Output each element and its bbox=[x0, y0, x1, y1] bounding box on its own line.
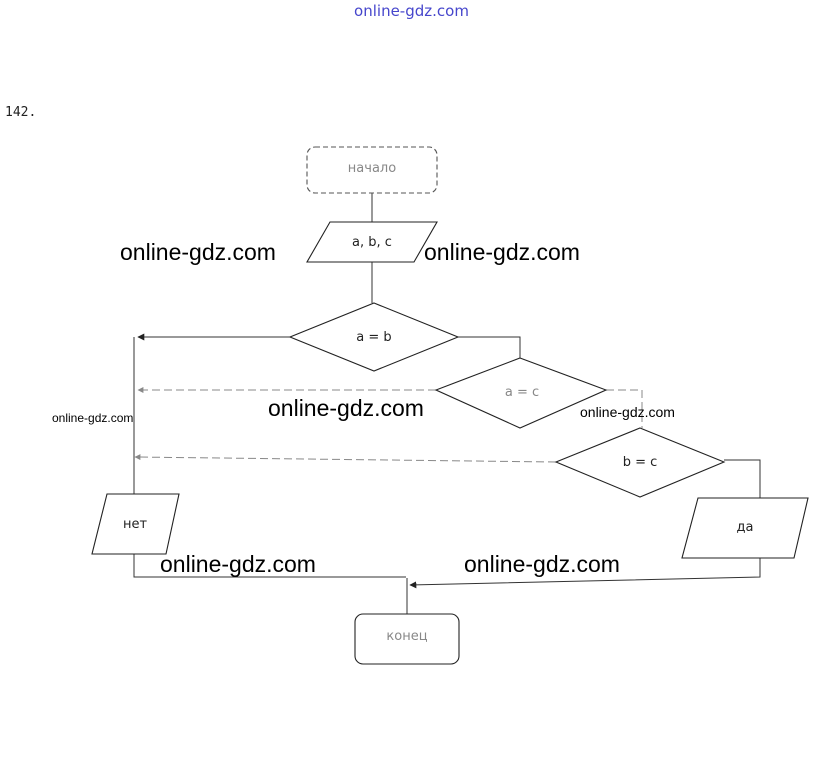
decision1-node[interactable] bbox=[288, 302, 460, 372]
decision3-node[interactable] bbox=[554, 427, 726, 498]
task-number: 142. bbox=[5, 105, 37, 120]
start-node[interactable] bbox=[306, 146, 438, 194]
edge-decision2-decision3 bbox=[606, 389, 643, 428]
edge-decision1-decision2 bbox=[458, 336, 521, 358]
watermark: online-gdz.com bbox=[464, 551, 620, 577]
input-node[interactable] bbox=[306, 221, 438, 263]
watermark: online-gdz.com bbox=[120, 239, 276, 265]
edge-decision3-left bbox=[134, 454, 557, 463]
site-header[interactable]: online-gdz.com bbox=[354, 2, 469, 20]
watermark: online-gdz.com bbox=[580, 404, 675, 420]
end-node[interactable] bbox=[354, 613, 460, 665]
yes-output-label: да bbox=[737, 520, 754, 535]
input-label: a, b, c bbox=[352, 235, 392, 250]
decision2-node[interactable] bbox=[434, 357, 608, 429]
start-label: начало bbox=[348, 161, 396, 176]
decision3-label: b = c bbox=[623, 455, 658, 470]
decision2-label: a = c bbox=[505, 385, 539, 400]
watermark: online-gdz.com bbox=[160, 551, 316, 577]
edge-no-merge bbox=[133, 554, 406, 578]
watermark: online-gdz.com bbox=[268, 395, 424, 421]
watermark: online-gdz.com bbox=[424, 239, 580, 265]
yes-output-node[interactable] bbox=[681, 497, 809, 559]
end-label: конец bbox=[386, 629, 427, 644]
watermark: online-gdz.com bbox=[52, 411, 133, 425]
no-output-node[interactable] bbox=[91, 493, 180, 555]
decision1-label: a = b bbox=[356, 330, 391, 345]
no-output-label: нет bbox=[123, 517, 147, 532]
edge-yes-merge bbox=[409, 558, 761, 589]
edge-decision3-yes bbox=[724, 459, 761, 498]
